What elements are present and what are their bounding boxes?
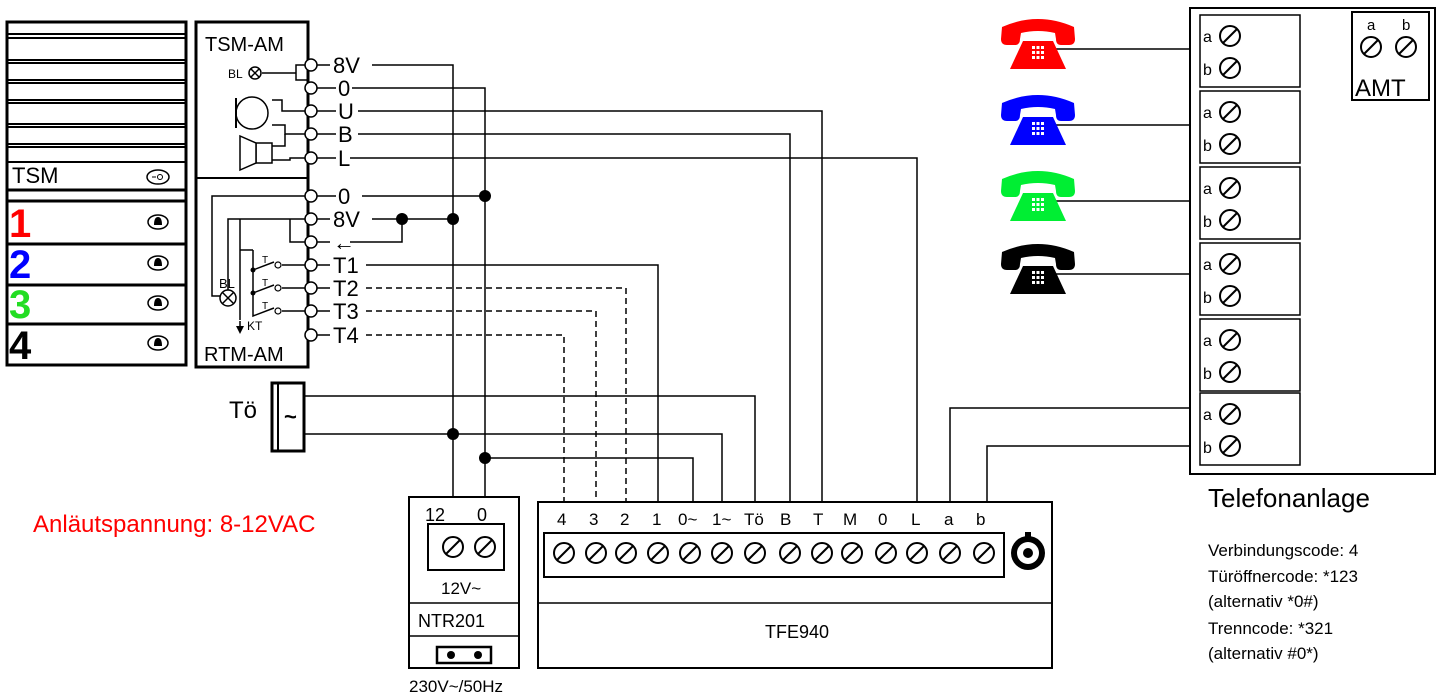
- mains-plug-icon: [435, 645, 493, 665]
- switch-mark-3: T: [262, 301, 268, 312]
- svg-text:Trenncode: *321: Trenncode: *321: [1208, 619, 1333, 638]
- telephone-green-icon: [1001, 171, 1075, 221]
- microphone-icon: [235, 96, 269, 130]
- svg-text:2: 2: [620, 510, 629, 529]
- svg-text:1: 1: [652, 510, 661, 529]
- terminal-t3: T3: [333, 299, 359, 324]
- svg-text:b: b: [976, 510, 985, 529]
- pbx-amt-port: a b AMT: [1351, 11, 1430, 102]
- telephone-black-icon: [1001, 244, 1075, 294]
- terminal-8v-bottom: 8V: [333, 207, 360, 232]
- tfe-terminal-labels: 4 3 2 1 0~ 1~ Tö B T M 0 L a b: [557, 510, 985, 529]
- svg-text:Tö: Tö: [744, 510, 764, 529]
- svg-text:b: b: [1402, 17, 1410, 34]
- ntr-output-label: 12V~: [441, 579, 481, 598]
- svg-text:b: b: [1203, 62, 1212, 79]
- wiring: [304, 48, 1190, 508]
- tfe940-housing: [537, 501, 1053, 669]
- svg-text:M: M: [843, 510, 857, 529]
- tfe-name: TFE940: [765, 622, 829, 642]
- tsm-label: TSM: [12, 163, 58, 188]
- svg-text:a: a: [1367, 17, 1376, 34]
- svg-text:a: a: [1203, 407, 1212, 424]
- svg-text:b: b: [1203, 440, 1212, 457]
- terminal-8v-top: 8V: [333, 53, 360, 78]
- light-switch-icon: [146, 169, 170, 185]
- svg-text:B: B: [780, 510, 791, 529]
- tsm-am-label: TSM-AM: [205, 34, 284, 56]
- svg-text:a: a: [1203, 333, 1212, 350]
- door-opener-label: Tö: [229, 397, 257, 424]
- svg-text:0: 0: [878, 510, 887, 529]
- switch-mark-1: T: [262, 255, 268, 266]
- terminal-b: B: [338, 122, 353, 147]
- svg-text:a: a: [1203, 29, 1212, 46]
- svg-text:0~: 0~: [678, 510, 697, 529]
- bl-label-bottom: BL: [219, 276, 235, 291]
- button-3-number: 3: [9, 283, 31, 327]
- volume-knob-icon[interactable]: [1011, 532, 1045, 570]
- ntr-name: NTR201: [418, 611, 485, 631]
- terminal-l: L: [338, 146, 350, 171]
- kt-label: KT: [247, 319, 263, 333]
- svg-text:T: T: [813, 510, 823, 529]
- ntr-screw-0-icon: [474, 536, 496, 558]
- telephone-red-icon: [1001, 19, 1075, 69]
- rtm-am-label: RTM-AM: [204, 344, 284, 366]
- module-housing: [194, 20, 310, 369]
- svg-text:(alternativ #0*): (alternativ #0*): [1208, 644, 1319, 663]
- terminal-t1: T1: [333, 253, 359, 278]
- svg-text:a: a: [1203, 105, 1212, 122]
- bell-button-2-icon[interactable]: [147, 255, 169, 271]
- button-1-number: 1: [9, 202, 31, 246]
- telephone-blue-icon: [1001, 95, 1075, 145]
- ntr-screw-12-icon: [442, 536, 464, 558]
- ntr-terminal-0: 0: [477, 505, 487, 525]
- bell-button-4-icon[interactable]: [147, 335, 169, 351]
- wire-junctions: [396, 190, 491, 464]
- svg-text:(alternativ *0#): (alternativ *0#): [1208, 592, 1319, 611]
- button-4-number: 4: [9, 324, 32, 368]
- terminal-u: U: [338, 99, 354, 124]
- speaker-icon: [239, 134, 273, 172]
- optional-wiring: [366, 287, 627, 508]
- door-station-panel: [5, 20, 188, 367]
- module-terminals: [304, 58, 318, 342]
- svg-text:AMT: AMT: [1355, 75, 1406, 102]
- pbx-extension-ports: ab ab ab ab ab ab: [1199, 14, 1301, 466]
- bell-button-3-icon[interactable]: [147, 295, 169, 311]
- svg-text:a: a: [1203, 257, 1212, 274]
- pbx-title: Telefonanlage: [1208, 483, 1370, 513]
- svg-text:Verbindungscode: 4: Verbindungscode: 4: [1208, 541, 1358, 560]
- svg-text:a: a: [944, 510, 954, 529]
- mains-label: 230V~/50Hz: [409, 677, 503, 696]
- svg-text:b: b: [1203, 138, 1212, 155]
- bell-button-1-icon[interactable]: [147, 214, 169, 230]
- terminal-t2: T2: [333, 276, 359, 301]
- svg-text:~: ~: [284, 404, 297, 429]
- svg-text:L: L: [911, 510, 920, 529]
- terminal-0-top: 0: [338, 76, 350, 101]
- terminal-arrow: ←: [333, 230, 355, 255]
- svg-text:b: b: [1203, 366, 1212, 383]
- terminal-0-bottom: 0: [338, 184, 350, 209]
- terminal-t4: T4: [333, 323, 359, 348]
- svg-text:4: 4: [557, 510, 566, 529]
- bl-lamp-icon-bottom: [219, 289, 237, 307]
- svg-text:a: a: [1203, 181, 1212, 198]
- bl-label-top: BL: [228, 67, 243, 81]
- bl-lamp-icon-top: [248, 66, 262, 80]
- button-2-number: 2: [9, 243, 31, 287]
- svg-text:b: b: [1203, 214, 1212, 231]
- ntr-terminal-12: 12: [425, 505, 445, 525]
- door-opener-icon: ~: [270, 381, 306, 453]
- svg-text:Türöffnercode: *123: Türöffnercode: *123: [1208, 567, 1358, 586]
- svg-text:3: 3: [589, 510, 598, 529]
- voltage-note: Anläutspannung: 8-12VAC: [33, 511, 315, 538]
- svg-text:b: b: [1203, 290, 1212, 307]
- pbx-codes: Verbindungscode: 4 Türöffnercode: *123 (…: [1208, 541, 1358, 663]
- switch-mark-2: T: [262, 278, 268, 289]
- svg-text:1~: 1~: [712, 510, 731, 529]
